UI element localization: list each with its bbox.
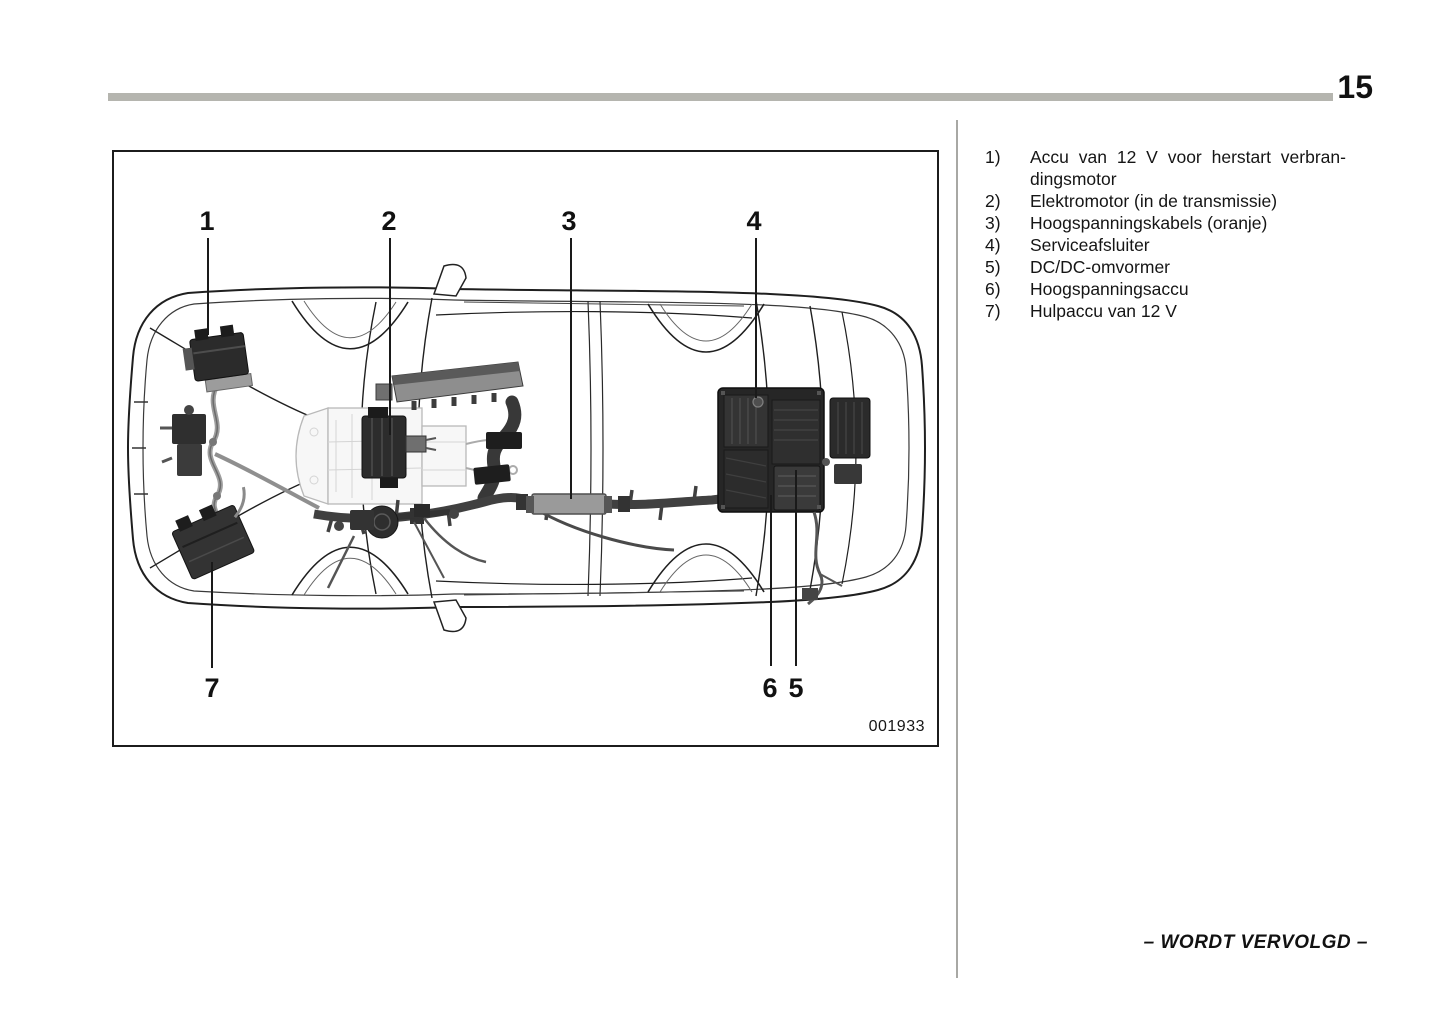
legend-item-number: 6) xyxy=(985,279,1001,299)
header-rule xyxy=(108,93,1333,101)
component-service-plug xyxy=(752,396,764,408)
legend-item-5: 5) DC/DC-omvormer xyxy=(985,256,1377,278)
legend-item-2: 2) Elektromotor (in de transmissie) xyxy=(985,190,1377,212)
legend-item-number: 5) xyxy=(985,257,1001,277)
legend-item-text: Accu van 12 V voor herstart verbran- din… xyxy=(1030,147,1346,189)
legend-item-number: 3) xyxy=(985,213,1001,233)
component-aux-battery xyxy=(172,486,255,580)
legend-item-text: Hoogspanningskabels (oranje) xyxy=(1030,213,1268,233)
hv-cable-bundle xyxy=(473,395,522,505)
rear-electrical-units xyxy=(802,397,871,606)
callout-1-label: 1 xyxy=(199,206,214,236)
legend-item-1: 1) Accu van 12 V voor herstart verbran- … xyxy=(985,146,1377,190)
callout-2-label: 2 xyxy=(381,206,396,236)
legend-item-text: Serviceafsluiter xyxy=(1030,235,1150,255)
legend-item-number: 7) xyxy=(985,301,1001,321)
legend-item-4: 4) Serviceafsluiter xyxy=(985,234,1377,256)
legend-item-6: 6) Hoogspanningsaccu xyxy=(985,278,1377,300)
callout-5-label: 5 xyxy=(788,673,803,703)
figure-code: 001933 xyxy=(868,718,925,735)
car-diagram-svg: 1 2 3 4 7 6 5 xyxy=(126,206,927,703)
legend-item-text: DC/DC-omvormer xyxy=(1030,257,1170,277)
legend-item-number: 1) xyxy=(985,147,1001,167)
column-divider xyxy=(956,120,958,978)
front-wiring-harness xyxy=(207,382,320,524)
cowl-duct xyxy=(375,361,524,410)
legend-item-7: 7) Hulpaccu van 12 V xyxy=(985,300,1377,322)
callout-7-label: 7 xyxy=(204,673,219,703)
component-hv-battery-pack xyxy=(717,387,825,513)
car-body-outline xyxy=(126,286,927,610)
callout-6-label: 6 xyxy=(762,673,777,703)
legend-item-text: Elektromotor (in de transmissie) xyxy=(1030,191,1278,211)
legend-item-number: 2) xyxy=(985,191,1001,211)
front-brake-unit xyxy=(160,405,206,476)
legend-list: 1) Accu van 12 V voor herstart verbran- … xyxy=(985,146,1377,322)
legend-item-text: Hulpaccu van 12 V xyxy=(1030,301,1177,321)
figure-box-hybrid-components: 1 2 3 4 7 6 5 001933 xyxy=(112,150,939,747)
component-electric-motor xyxy=(361,407,437,488)
wheel-arches xyxy=(291,300,765,596)
callout-3-label: 3 xyxy=(561,206,576,236)
page-number: 15 xyxy=(1337,69,1373,105)
callout-leaders xyxy=(207,238,797,668)
steering-cluster xyxy=(326,504,459,589)
legend-item-3: 3) Hoogspanningskabels (oranje) xyxy=(985,212,1377,234)
callout-4-label: 4 xyxy=(746,206,761,236)
side-mirrors xyxy=(432,263,467,633)
legend-item-text: Hoogspanningsaccu xyxy=(1030,279,1189,299)
component-12v-restart-battery xyxy=(182,324,254,393)
legend-item-number: 4) xyxy=(985,235,1001,255)
footer-continued-note: – WORDT VERVOLGD – xyxy=(1143,932,1368,953)
